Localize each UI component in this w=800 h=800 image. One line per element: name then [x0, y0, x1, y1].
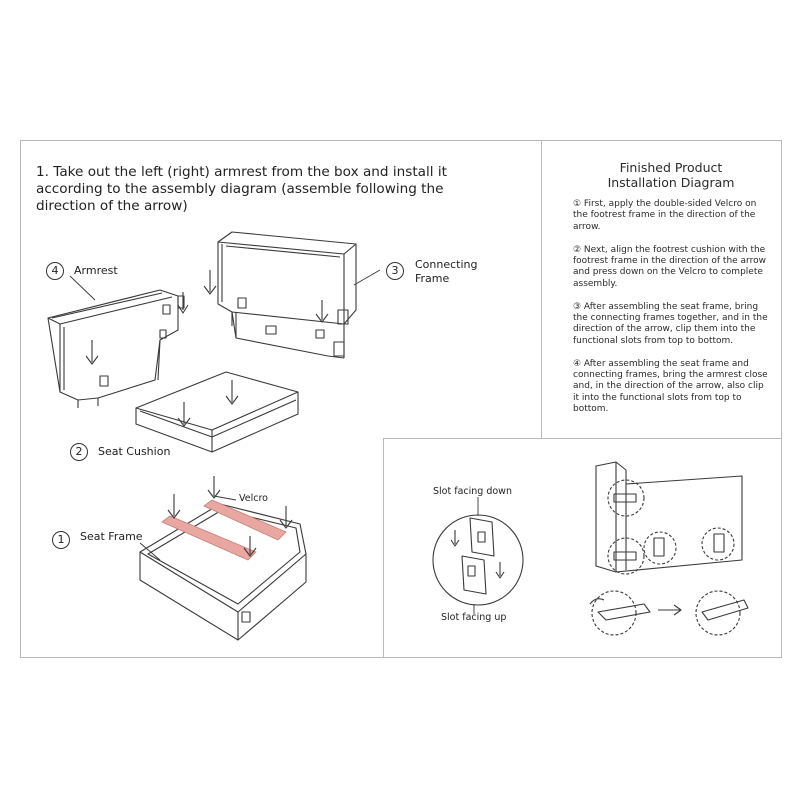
- step-title: 1. Take out the left (right) armrest fro…: [36, 164, 447, 214]
- arrow-down-icon: [207, 476, 221, 499]
- arrow-down-icon: [315, 300, 329, 323]
- arrow-down-icon: [279, 506, 293, 529]
- part-number-armrest: 4: [46, 262, 64, 280]
- part-label-connecting-line-2: Frame: [415, 271, 450, 285]
- velcro-strips: [161, 499, 287, 561]
- part-label-cushion: Seat Cushion: [98, 445, 171, 458]
- detail-panel-border: [383, 438, 782, 658]
- instruction-item: ③ After assembling the seat frame, bring…: [573, 301, 768, 346]
- slot-up-label: Slot facing up: [441, 612, 507, 623]
- instruction-list: ① First, apply the double-sided Velcro o…: [573, 199, 770, 427]
- finished-title-line-1: Finished Product: [619, 160, 723, 175]
- arrow-down-icon: [85, 340, 99, 365]
- part-label-connecting-line-1: Connecting: [415, 258, 478, 271]
- finished-title: Finished Product Installation Diagram: [560, 160, 782, 190]
- finished-title-line-2: Installation Diagram: [607, 175, 735, 190]
- instruction-item: ① First, apply the double-sided Velcro o…: [573, 199, 757, 232]
- part-number-connecting: 3: [386, 262, 404, 280]
- part-number-frame: 1: [52, 531, 70, 549]
- finished-panel-divider: [541, 140, 542, 438]
- part-label-armrest: Armrest: [74, 264, 118, 277]
- slot-detail: [432, 497, 524, 614]
- arrow-down-icon: [167, 494, 181, 519]
- instruction-item: ② Next, align the footrest cushion with …: [573, 244, 766, 289]
- arrow-down-icon: [177, 292, 189, 314]
- seat-cushion-drawing: [135, 371, 299, 453]
- seat-frame-drawing: [139, 503, 307, 641]
- arrow-down-icon: [225, 380, 239, 405]
- connecting-frame-drawing: [217, 231, 357, 359]
- arrow-down-icon: [177, 402, 191, 427]
- arrow-down-icon: [243, 536, 257, 557]
- velcro-label: Velcro: [239, 493, 268, 504]
- slot-down-label: Slot facing down: [433, 486, 512, 497]
- finished-product-drawing: [589, 461, 749, 636]
- armrest-drawing: [47, 289, 185, 408]
- arrow-down-icon: [203, 270, 217, 295]
- part-label-connecting: Connecting Frame: [415, 258, 478, 286]
- part-label-frame: Seat Frame: [80, 530, 143, 543]
- instruction-item: ④ After assembling the seat frame and co…: [573, 358, 768, 415]
- part-number-cushion: 2: [70, 443, 88, 461]
